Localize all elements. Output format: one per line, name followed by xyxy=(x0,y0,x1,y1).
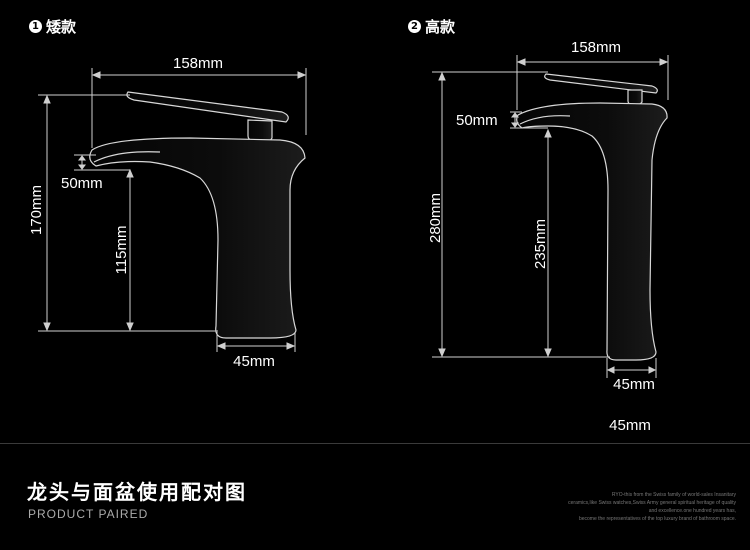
footer-divider xyxy=(0,443,750,444)
tall-faucet xyxy=(516,73,668,361)
short-height-label: 170mm xyxy=(28,185,45,235)
short-spout-label: 50mm xyxy=(61,175,103,192)
short-dimension-lines xyxy=(38,68,307,352)
short-faucet-handle-lever xyxy=(126,91,289,123)
tall-faucet-spout-lip xyxy=(519,115,571,125)
tall-model-title: 高款 xyxy=(425,18,456,36)
short-faucet xyxy=(89,91,306,339)
dimension-diagram: 158mm 170mm 115mm 50mm 45mm xyxy=(28,39,669,434)
short-faucet-spout-lip xyxy=(93,151,161,163)
short-model-title: 矮款 xyxy=(46,18,77,36)
tall-faucet-handle-stem xyxy=(627,89,643,106)
number-badge-2: 2 xyxy=(408,20,421,33)
short-inner-height-label: 115mm xyxy=(113,226,130,275)
brand-fineprint: RYO-this from the Swiss family of world-… xyxy=(476,491,736,523)
short-width-label: 158mm xyxy=(173,55,223,72)
short-faucet-handle-stem xyxy=(247,119,273,143)
tall-height-label: 280mm xyxy=(427,193,444,243)
short-model-tag: 1 矮款 xyxy=(29,16,76,37)
fineprint-line: become the representatives of the top lu… xyxy=(578,516,736,522)
fineprint-line: RYO-this from the Swiss family of world-… xyxy=(611,492,736,498)
tall-width-label: 158mm xyxy=(571,39,621,56)
tall-model-tag: 2 高款 xyxy=(408,16,455,37)
tall-faucet-body xyxy=(516,102,668,361)
number-badge-1: 1 xyxy=(29,20,42,33)
fineprint-line: and excellence.one hundred years has, xyxy=(648,508,736,514)
short-base-label: 45mm xyxy=(233,353,275,370)
tall-base-label: 45mm xyxy=(613,376,655,393)
tall-dimension-lines xyxy=(432,55,669,378)
tall-inner-height-label: 235mm xyxy=(532,219,549,269)
tall-base-label-duplicate: 45mm xyxy=(609,417,651,434)
footer-subtitle: PRODUCT PAIRED xyxy=(28,507,149,521)
tall-faucet-handle-lever xyxy=(544,73,658,94)
tall-spout-label: 50mm xyxy=(456,112,498,129)
footer-title: 龙头与面盆使用配对图 xyxy=(27,480,247,504)
fineprint-line: ceramics,like Swiss watches,Swiss Army g… xyxy=(568,500,736,506)
short-faucet-body xyxy=(89,137,306,339)
